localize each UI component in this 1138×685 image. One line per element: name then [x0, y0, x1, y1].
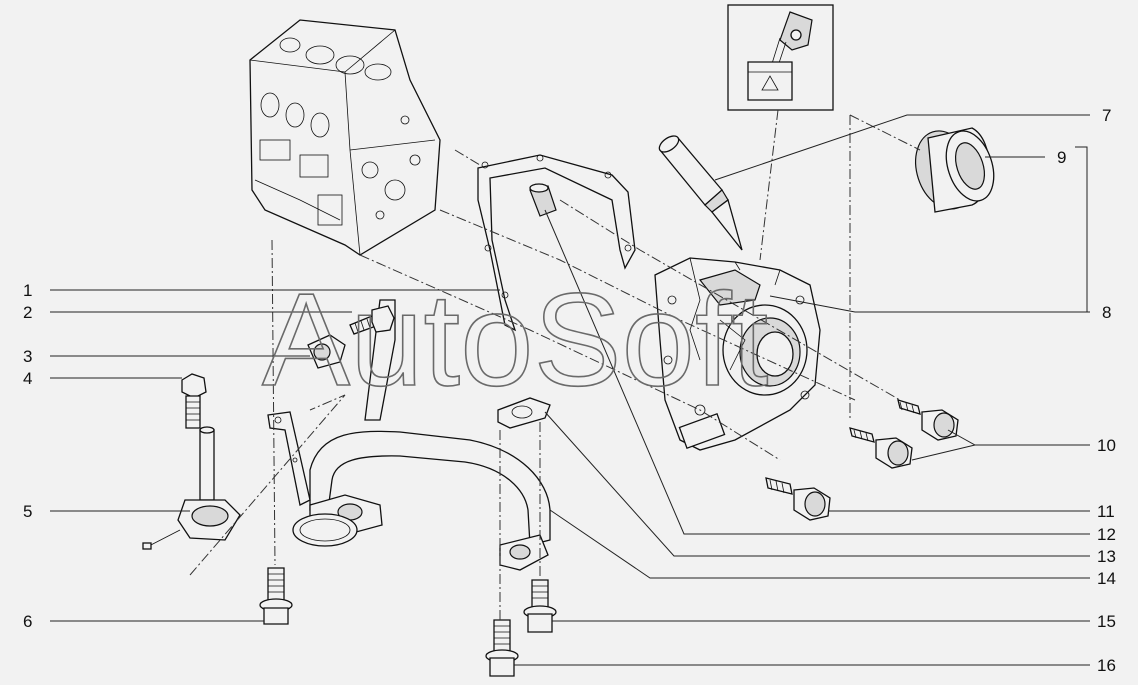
hex-bolt-16: [485, 619, 519, 677]
callout-14: 14: [1097, 569, 1116, 588]
front-cover-gasket: [477, 154, 636, 332]
callout-13: 13: [1097, 547, 1116, 566]
oil-strainer: [142, 426, 241, 550]
strainer-gasket: [292, 513, 358, 547]
callout-16: 16: [1097, 656, 1116, 675]
crankshaft-oil-seal: [915, 127, 995, 213]
hex-bolt-6: [259, 567, 293, 625]
engine-block: [249, 19, 441, 256]
callout-15: 15: [1097, 612, 1116, 631]
watermark-text: AutoSoft: [262, 266, 768, 413]
callout-11: 11: [1097, 502, 1115, 521]
callout-2: 2: [23, 303, 32, 322]
callout-12: 12: [1097, 525, 1116, 544]
sealant-application-detail: [727, 4, 834, 111]
callout-8: 8: [1102, 303, 1111, 322]
callout-5: 5: [23, 502, 32, 521]
assembly-lines: [189, 109, 921, 620]
callout-3: 3: [23, 347, 32, 366]
hex-bolt-4: [181, 373, 207, 429]
callout-9: 9: [1057, 148, 1066, 167]
callout-4: 4: [23, 369, 32, 388]
leader-lines: [50, 114, 1090, 666]
support-bracket: [267, 411, 311, 506]
hex-bolts-10: [849, 399, 959, 469]
callout-1: 1: [23, 281, 32, 300]
hex-bolt-15: [523, 579, 557, 633]
callout-6: 6: [23, 612, 32, 631]
callout-labels: 1 2 3 4 5 6 7 8 9 10 11 12 13 14 15 16: [23, 106, 1116, 675]
clamp-bolt: [349, 305, 395, 335]
bushing: [529, 183, 557, 217]
callout-7: 7: [1102, 106, 1111, 125]
hex-bolt-11: [765, 477, 831, 521]
timing-front-cover: [654, 257, 821, 451]
flange-gasket: [497, 397, 551, 429]
pipe-clamp: [307, 334, 346, 369]
callout-10: 10: [1097, 436, 1116, 455]
sealant-tube: [658, 135, 743, 251]
